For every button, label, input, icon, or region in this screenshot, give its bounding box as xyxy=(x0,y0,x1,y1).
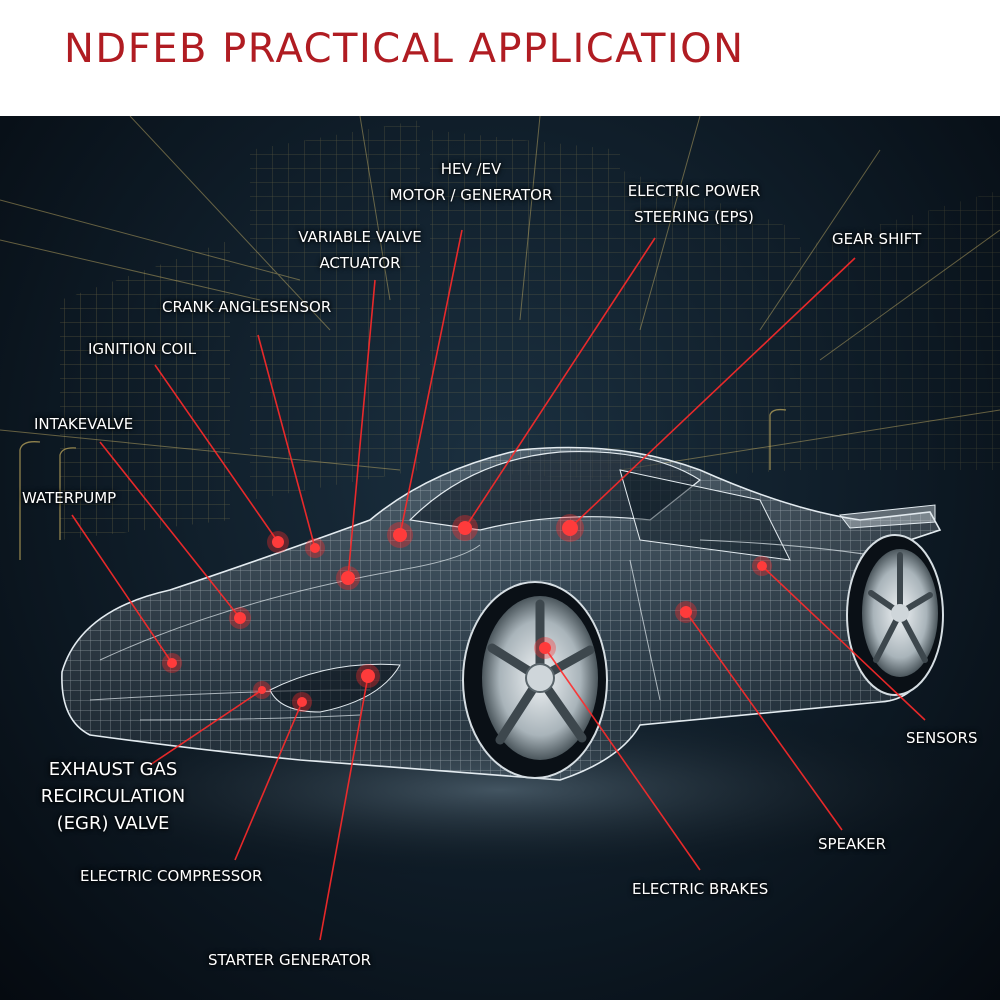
pointer-dots xyxy=(162,514,772,712)
label-sensors: SENSORS xyxy=(906,729,978,747)
label-egr-valve: EXHAUST GAS RECIRCULATION (EGR) VALVE xyxy=(28,756,198,837)
rear-wheel xyxy=(846,534,944,696)
label-variable-valve-actuator: VARIABLE VALVE ACTUATOR xyxy=(278,224,442,276)
pointer-lines xyxy=(71,229,926,941)
label-electric-compressor: ELECTRIC COMPRESSOR xyxy=(80,867,263,885)
label-line: MOTOR / GENERATOR xyxy=(389,186,553,204)
label-speaker: SPEAKER xyxy=(818,835,887,853)
label-water-pump: WATERPUMP xyxy=(22,489,117,507)
wireframe-car xyxy=(61,446,944,781)
label-line: STEERING (EPS) xyxy=(634,208,754,226)
label-hev-ev-motor-generator: HEV /EV MOTOR / GENERATOR xyxy=(378,156,564,208)
label-line: HEV /EV xyxy=(440,160,502,178)
car-diagram-panel xyxy=(0,116,1000,1000)
label-line: (EGR) VALVE xyxy=(56,813,170,834)
page-title: NDFEB PRACTICAL APPLICATION xyxy=(64,26,745,72)
label-electric-power-steering: ELECTRIC POWER STEERING (EPS) xyxy=(612,178,776,230)
label-line: VARIABLE VALVE xyxy=(298,228,422,246)
wireframe-buildings xyxy=(0,116,1000,540)
label-electric-brakes: ELECTRIC BRAKES xyxy=(632,880,769,898)
label-ignition-coil: IGNITION COIL xyxy=(88,340,197,358)
label-line: ACTUATOR xyxy=(319,254,401,272)
front-wheel xyxy=(462,581,608,779)
label-line: ELECTRIC POWER xyxy=(627,182,761,200)
label-starter-generator: STARTER GENERATOR xyxy=(208,951,372,969)
background-illustration xyxy=(0,116,1000,941)
street-lamps xyxy=(19,408,787,560)
label-intake-valve: INTAKEVALVE xyxy=(34,415,134,433)
label-crank-angle-sensor: CRANK ANGLESENSOR xyxy=(162,298,332,316)
label-line: EXHAUST GAS xyxy=(48,759,178,780)
label-gear-shift: GEAR SHIFT xyxy=(832,230,922,248)
label-line: RECIRCULATION xyxy=(40,786,186,807)
